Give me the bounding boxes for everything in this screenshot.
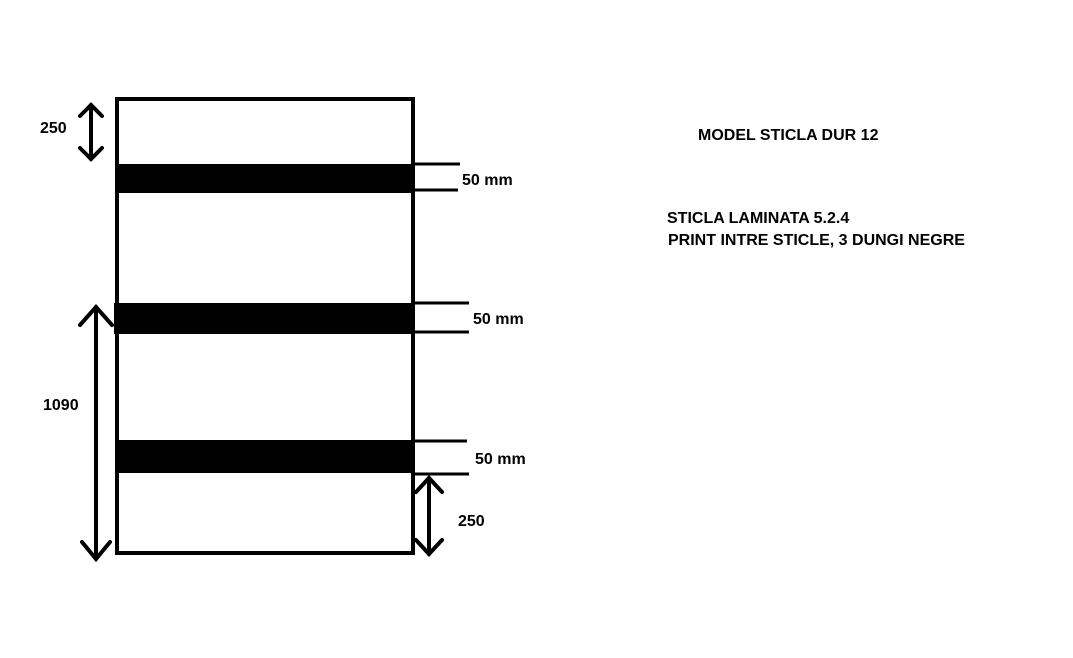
stripe-2-label: 50 mm [473, 311, 524, 328]
bottom-margin-arrow [414, 475, 444, 557]
black-stripe-1 [116, 164, 414, 193]
stripe-3-label: 50 mm [475, 451, 526, 468]
black-stripe-2 [114, 303, 414, 334]
stripe-1-extension-lines [413, 162, 460, 192]
glass-spec-note: STICLA LAMINATA 5.2.4 [667, 210, 850, 227]
model-title: MODEL STICLA DUR 12 [698, 127, 879, 144]
bottom-margin-label: 250 [458, 513, 485, 530]
stripe-1-label: 50 mm [462, 172, 513, 189]
stripe-2-extension-lines [413, 301, 469, 334]
top-margin-arrow [78, 102, 104, 162]
stripe-3-extension-lines [413, 439, 469, 476]
top-margin-label: 250 [40, 120, 67, 137]
total-height-label: 1090 [43, 397, 79, 414]
black-stripe-3 [116, 440, 414, 473]
total-height-arrow [78, 303, 114, 563]
print-spec-note: PRINT INTRE STICLE, 3 DUNGI NEGRE [668, 232, 965, 249]
